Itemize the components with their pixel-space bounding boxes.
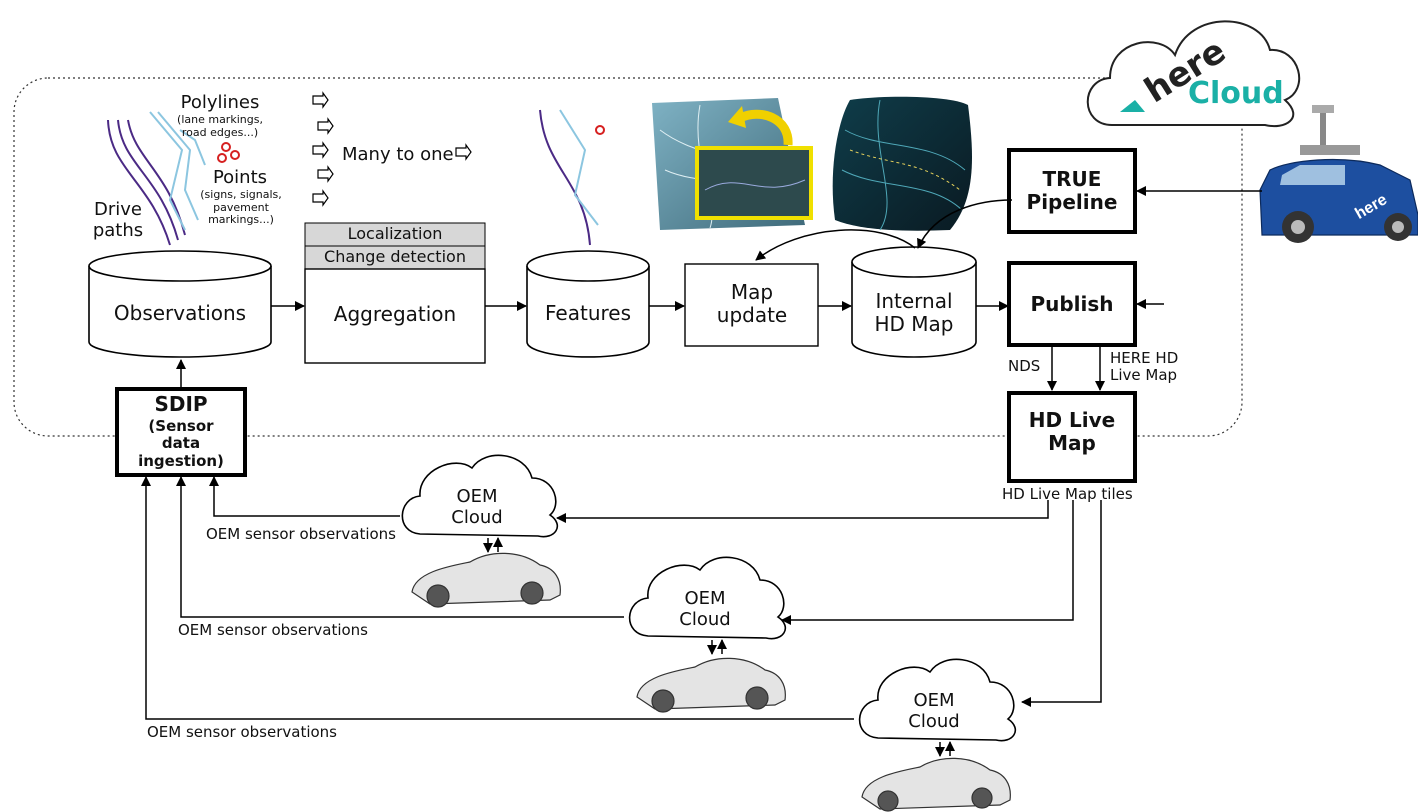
here-cloud-logo <box>1086 20 1301 128</box>
features-db <box>526 250 650 358</box>
oem-sensor-observations-label-3: OEM sensor observations <box>147 723 337 741</box>
here-cloud-word: Cloud <box>1188 76 1284 111</box>
map-update-box <box>684 263 819 347</box>
observations-label: Observations <box>113 301 247 325</box>
sdip-subtitle: (Sensor data ingestion) <box>138 417 224 470</box>
car-icon <box>861 757 1011 812</box>
feature-sketch <box>539 109 605 246</box>
polylines-subtitle: (lane markings, road edges...) <box>177 113 263 139</box>
oem-cloud-label-2: OEM Cloud <box>679 588 731 630</box>
publish-label: Publish <box>1030 292 1114 316</box>
hd-live-map-label: HD Live Map <box>1028 408 1116 455</box>
localization-label: Localization <box>347 224 443 243</box>
true-pipeline-label: TRUE Pipeline <box>1026 167 1118 214</box>
map-update-label: Map update <box>716 280 788 327</box>
internal-hd-map-label: Internal HD Map <box>874 289 954 336</box>
cloud-icon <box>858 658 1017 742</box>
arrow-cloud1-sdip <box>209 476 400 517</box>
internal-hd-map-db <box>851 246 977 358</box>
here-logo-icon <box>1120 100 1145 112</box>
car-icon <box>411 552 561 608</box>
hd-live-map-box <box>1007 391 1137 483</box>
arrow-tiles-cloud3 <box>1021 500 1102 707</box>
observation-sketch <box>107 111 240 246</box>
nds-label: NDS <box>1008 357 1041 375</box>
arrow-cloud3-sdip <box>141 476 854 720</box>
true-pipeline-box <box>1007 148 1137 234</box>
here-hd-live-map-label: HERE HD Live Map <box>1110 349 1179 385</box>
observations-db <box>88 250 272 358</box>
points-title: Points <box>212 167 268 188</box>
arrow-internal-mapupdate <box>755 229 916 261</box>
drive-paths-label: Drive paths <box>92 199 144 241</box>
points-subtitle: (signs, signals, pavement markings...) <box>200 188 282 227</box>
cloud-icon <box>401 454 559 538</box>
oem-cloud-label-3: OEM Cloud <box>908 690 960 732</box>
right-arrow-icon <box>312 91 472 207</box>
features-label: Features <box>545 301 631 325</box>
arrow-true-internal <box>917 199 1013 249</box>
aggregation-label: Aggregation <box>333 302 457 326</box>
many-to-one-label: Many to one <box>342 144 454 165</box>
arrow-cloud2-sdip <box>176 476 624 618</box>
arrow-tiles-cloud1 <box>556 500 1049 523</box>
hd-map-3d-image <box>832 96 973 231</box>
sdip-box <box>115 387 247 477</box>
sdip-label: SDIP <box>154 392 208 416</box>
here-cloud-boundary <box>13 77 1243 437</box>
polylines-title: Polylines <box>180 92 260 113</box>
cloud-icon <box>628 556 787 640</box>
oem-sensor-observations-label-1: OEM sensor observations <box>206 525 396 543</box>
oem-cloud-label-1: OEM Cloud <box>451 486 503 528</box>
aggregation-block <box>304 222 486 364</box>
car-icon <box>636 657 786 713</box>
publish-box <box>1007 261 1137 347</box>
change-detection-label: Change detection <box>324 247 466 266</box>
arrow-tiles-cloud2 <box>781 500 1074 625</box>
hd-live-map-tiles-label: HD Live Map tiles <box>1002 485 1133 503</box>
oem-sensor-observations-label-2: OEM sensor observations <box>178 621 368 639</box>
hd-map-image <box>652 98 813 230</box>
survey-vehicle-icon: here <box>1259 105 1418 243</box>
